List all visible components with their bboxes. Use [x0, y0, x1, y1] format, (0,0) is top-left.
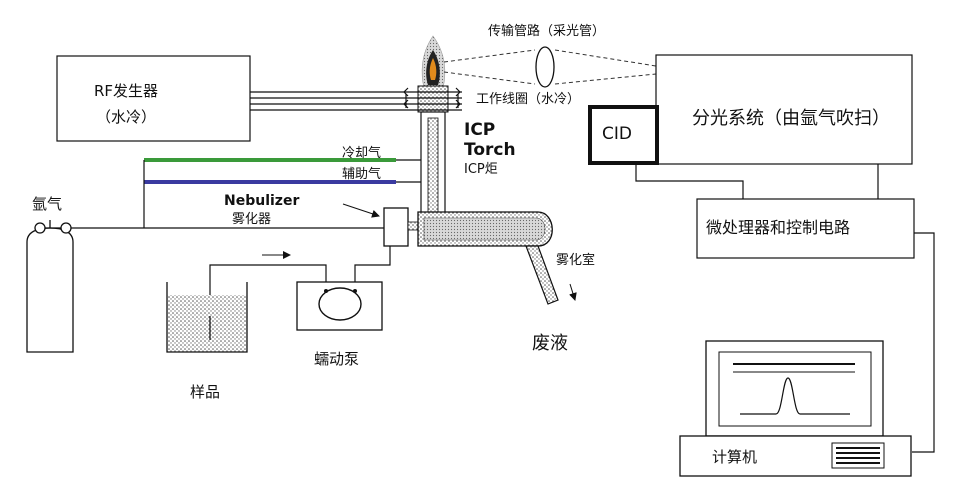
- sample-line: [209, 264, 327, 316]
- icp-torch-line1: ICP: [464, 120, 496, 140]
- argon-label: 氩气: [32, 195, 63, 213]
- work-coil-label: 工作线圈（水冷）: [476, 92, 581, 107]
- waste-flow-arrow: [569, 283, 577, 301]
- spectrometer-label: 分光系统（由氩气吹扫）: [692, 108, 890, 129]
- nebulizer-en-label: Nebulizer: [224, 193, 300, 209]
- controller-box: [696, 198, 915, 259]
- pump-to-nebulizer-line: [354, 246, 391, 282]
- controller-to-computer-line: [912, 232, 935, 453]
- optical-transfer-path: [443, 46, 657, 88]
- rf-generator-subtitle: （水冷）: [96, 108, 157, 126]
- cid-to-controller-line: [635, 163, 744, 199]
- pump-rotor-icon: [318, 287, 362, 321]
- sample-label: 样品: [190, 383, 221, 401]
- lens-icon: [535, 46, 555, 88]
- cid-label: CID: [602, 124, 632, 144]
- spray-chamber: [417, 211, 559, 305]
- sample-beaker: [166, 282, 248, 353]
- peristaltic-pump: [296, 281, 383, 331]
- spectrometer-box: [655, 54, 913, 165]
- nebulizer-pointer: [342, 203, 380, 218]
- waste-label: 废液: [532, 333, 568, 354]
- rf-generator-box: [56, 55, 251, 142]
- transfer-tube-label: 传输管路（采光管）: [488, 24, 606, 39]
- cid-detector-box: [588, 105, 659, 165]
- disk-drive-icon: [831, 442, 885, 469]
- spray-chamber-label: 雾化室: [556, 253, 596, 268]
- icp-torch-line2: Torch: [464, 140, 516, 160]
- argon-cylinder: [26, 220, 74, 353]
- computer-label: 计算机: [712, 448, 758, 466]
- controller-label: 微处理器和控制电路: [706, 218, 851, 237]
- icp-torch-tube: [420, 111, 446, 218]
- icp-torch-cn: ICP炬: [464, 162, 498, 177]
- valve-wheel-icon: [34, 222, 46, 234]
- pump-label: 蠕动泵: [314, 350, 360, 368]
- spectrum-peak-icon: [740, 377, 850, 415]
- nebulizer-cn-label: 雾化器: [232, 212, 272, 227]
- rf-generator-title: RF发生器: [94, 82, 159, 100]
- auxiliary-gas-label: 辅助气: [342, 167, 382, 182]
- valve-wheel-icon: [60, 222, 72, 234]
- computer: [679, 340, 912, 477]
- nebulizer-body: [383, 207, 419, 247]
- cooling-gas-label: 冷却气: [342, 146, 382, 161]
- work-coil: [250, 85, 462, 113]
- plasma-flame: [421, 35, 446, 89]
